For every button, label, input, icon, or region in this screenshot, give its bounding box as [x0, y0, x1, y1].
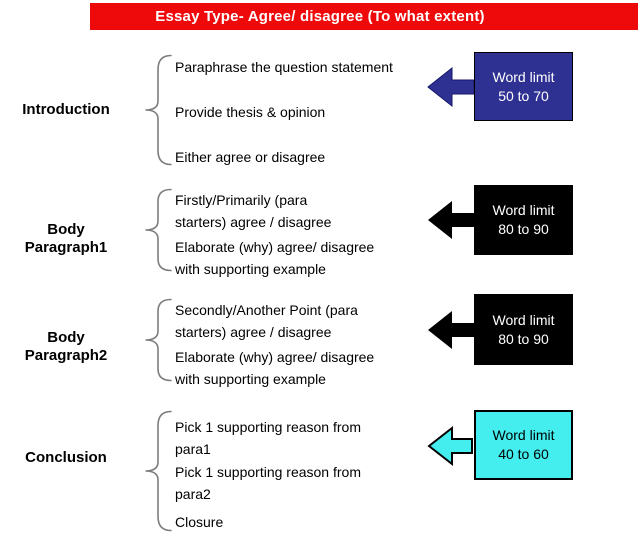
word-limit-box: Word limit 80 to 90: [474, 185, 573, 255]
header-banner: Essay Type- Agree/ disagree (To what ext…: [90, 3, 638, 30]
arrow-left-icon: [427, 66, 474, 108]
section-label-introduction: Introduction: [22, 101, 110, 118]
section-label-body-paragraph2: Body Paragraph2: [24, 329, 108, 364]
brace-icon: [145, 54, 172, 166]
section-item: Closure: [175, 514, 224, 530]
page-title: Essay Type- Agree/ disagree (To what ext…: [155, 8, 485, 25]
section-item: Either agree or disagree: [175, 149, 326, 165]
section-item: Paraphrase the question statement: [175, 59, 393, 75]
section-item: Secondly/Another Point (para starters) a…: [175, 302, 358, 340]
brace-icon: [145, 410, 172, 532]
section-item: Pick 1 supporting reason from para1: [175, 419, 361, 457]
section-label-body-paragraph1: Body Paragraph1: [24, 221, 108, 256]
section-item: Pick 1 supporting reason from para2: [175, 464, 361, 502]
section-item: Elaborate (why) agree/ disagree with sup…: [175, 239, 375, 277]
brace-icon: [145, 298, 172, 382]
section-item: Firstly/Primarily (para starters) agree …: [175, 192, 332, 230]
arrow-left-icon: [428, 201, 474, 239]
section-item: Elaborate (why) agree/ disagree with sup…: [175, 349, 375, 387]
arrow-left-icon: [428, 311, 474, 349]
section-item: Provide thesis & opinion: [175, 104, 326, 120]
brace-icon: [145, 188, 172, 272]
arrow-left-icon: [427, 425, 473, 467]
word-limit-box: Word limit 50 to 70: [474, 52, 573, 121]
word-limit-box: Word limit 80 to 90: [474, 294, 573, 365]
word-limit-box: Word limit 40 to 60: [474, 410, 573, 480]
section-label-conclusion: Conclusion: [25, 449, 107, 466]
